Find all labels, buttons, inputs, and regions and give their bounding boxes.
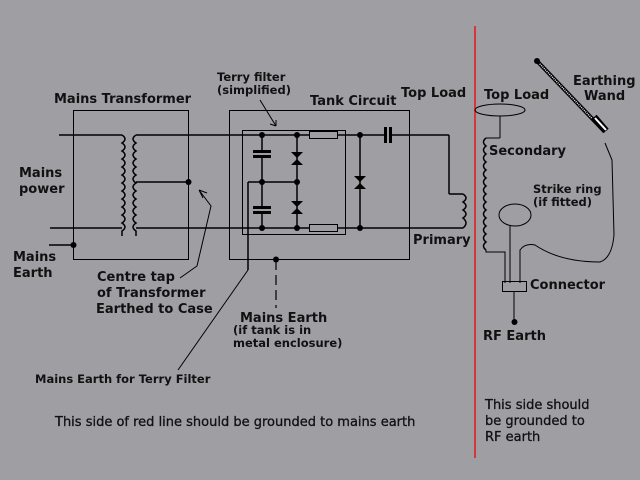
wand-ground-wire (519, 142, 615, 283)
filter-resistor-bottom (309, 224, 338, 232)
terry-earth-pointer (177, 269, 249, 371)
right-side-note-1: This side should (485, 398, 590, 413)
mains-earth-tank-label-2: (if tank is in (233, 323, 312, 337)
filter-capacitor-bottom (253, 206, 271, 214)
mains-earth-terry-label: Mains Earth for Terry Filter (35, 372, 211, 386)
primary-coil (461, 193, 467, 229)
filter-diode-1 (291, 152, 303, 165)
filter-junctions (259, 132, 363, 231)
mains-earth-tank-label-1: Mains Earth (240, 311, 328, 326)
mains-transformer-label: Mains Transformer (54, 92, 192, 107)
connector-label: Connector (530, 278, 606, 293)
mains-transformer-box (73, 110, 189, 260)
top-load-toroid (474, 103, 526, 117)
filter-capacitor-top (253, 150, 271, 158)
centre-tap-label-2: of Transformer (97, 286, 206, 301)
tank-spark-gap (354, 176, 366, 189)
rf-earth-junction (511, 319, 518, 325)
secondary-coil (482, 137, 488, 251)
left-side-note: This side of red line should be grounded… (55, 415, 416, 430)
tank-circuit-box (229, 110, 410, 260)
strike-ring-label-1: Strike ring (533, 182, 602, 196)
earth-junction (70, 242, 77, 248)
connector-block (502, 281, 527, 292)
strike-ring-label-2: (if fitted) (533, 195, 593, 209)
terry-filter-box (242, 130, 346, 235)
secondary-label: Secondary (489, 144, 567, 159)
mains-earth-label-2: Earth (13, 266, 53, 281)
terry-filter-label-1: Terry filter (217, 70, 286, 84)
top-load-left-label: Top Load (401, 86, 467, 101)
mains-power-label-2: power (19, 182, 65, 197)
right-side-note-2: be grounded to (485, 414, 585, 429)
mains-power-label-1: Mains (19, 166, 63, 181)
centre-tap-junction (185, 179, 192, 185)
transformer-secondary-coil (132, 134, 138, 236)
top-load-right-label: Top Load (484, 88, 550, 103)
filter-resistor-top (309, 131, 338, 139)
centre-tap-label-3: Earthed to Case (96, 302, 213, 317)
right-side-note-3: RF earth (485, 430, 541, 445)
rf-earth-label: RF Earth (483, 329, 546, 344)
strike-ring (498, 203, 532, 227)
earthing-wand-label-1: Earthing (573, 74, 636, 89)
centre-tap-label-1: Centre tap (97, 270, 175, 285)
terry-filter-label-2: (simplified) (217, 83, 291, 97)
tank-circuit-label: Tank Circuit (310, 94, 397, 109)
primary-label: Primary (413, 233, 471, 248)
terry-filter-pointer (259, 99, 277, 127)
centre-tap-pointer (179, 189, 212, 279)
earthing-wand-label-2: Wand (584, 89, 626, 104)
secondary-ground-wire (485, 250, 506, 283)
filter-diode-2 (291, 201, 303, 214)
mains-earth-label-1: Mains (13, 250, 57, 265)
tank-earth-junction (273, 256, 279, 263)
earthing-wand (534, 58, 609, 134)
mains-earth-tank-label-3: metal enclosure) (233, 336, 343, 350)
transformer-primary-coil (120, 134, 126, 236)
tank-capacitor (384, 127, 387, 143)
